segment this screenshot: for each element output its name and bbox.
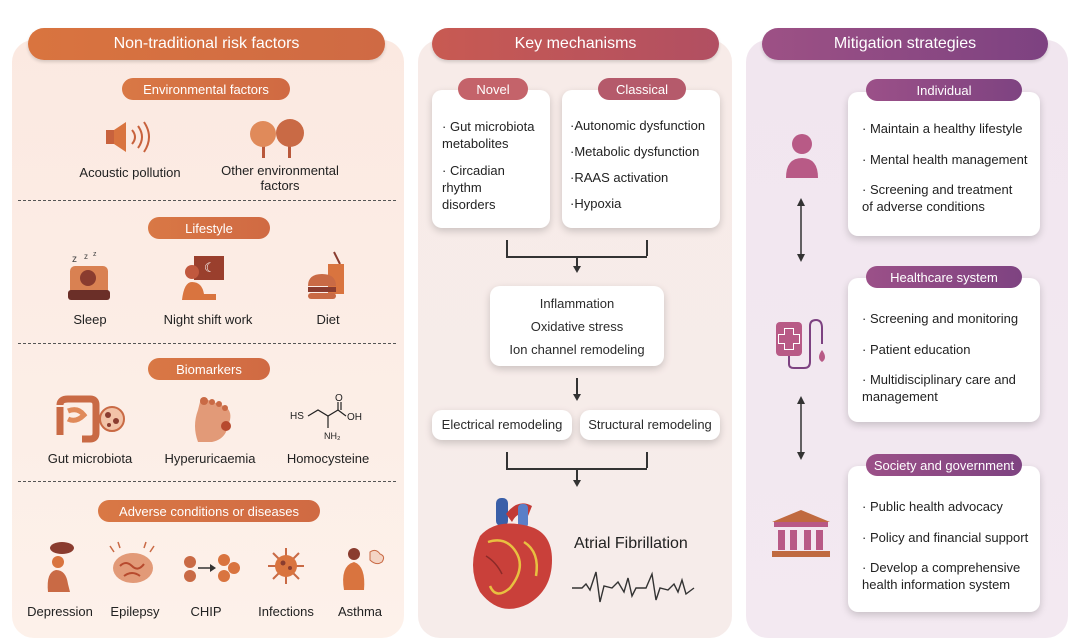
risk-factors-header: Non-traditional risk factors	[28, 28, 385, 60]
classical-item: ·Autonomic dysfunction	[570, 118, 706, 133]
society-card: · Public health advocacy · Policy and fi…	[848, 466, 1040, 612]
molecule-icon: HS O OH NH₂	[290, 393, 362, 441]
heart-icon	[473, 498, 552, 609]
depression-label: Depression	[27, 604, 93, 619]
healthcare-title: Healthcare system	[866, 266, 1022, 288]
infections-label: Infections	[258, 604, 314, 619]
atrial-fibrillation-label: Atrial Fibrillation	[574, 535, 688, 552]
divider	[18, 343, 396, 344]
person-icon	[786, 134, 818, 178]
diet-icon	[308, 251, 344, 299]
sleep-icon: z z z	[68, 251, 110, 300]
society-title: Society and government	[866, 454, 1022, 476]
connector	[506, 452, 508, 468]
pathway-item: Oxidative stress	[530, 319, 624, 334]
classical-title: Classical	[598, 78, 686, 100]
cells-icon	[184, 554, 240, 582]
novel-item: · Circadian rhythm disorders	[442, 163, 505, 212]
connector	[646, 452, 648, 468]
chip-label: CHIP	[190, 604, 222, 619]
foot-icon	[195, 397, 231, 442]
other-environmental-label: Other environmental factors	[221, 163, 339, 193]
acoustic-pollution-label: Acoustic pollution	[79, 165, 181, 180]
iv-bag-icon	[776, 318, 825, 369]
virus-icon	[268, 548, 304, 584]
mechanisms-header: Key mechanisms	[432, 28, 719, 60]
environmental-title: Environmental factors	[122, 78, 290, 100]
brain-icon	[109, 541, 155, 583]
gut-microbiota-label: Gut microbiota	[47, 451, 133, 466]
depression-icon	[47, 542, 74, 592]
remodeling-label: Structural remodeling	[588, 417, 712, 432]
lifestyle-title: Lifestyle	[148, 217, 270, 239]
lungs-icon	[343, 548, 385, 590]
adverse-title: Adverse conditions or diseases	[98, 500, 320, 522]
classical-item: ·Hypoxia	[570, 196, 622, 211]
homocysteine-label: Homocysteine	[286, 451, 370, 466]
structural-remodeling-card: Structural remodeling	[580, 410, 720, 440]
remodeling-label: Electrical remodeling	[441, 417, 563, 432]
molecule-atom-oh: OH	[347, 412, 362, 423]
strategy-item: · Screening and treatment of adverse con…	[862, 182, 1013, 214]
government-building-icon	[772, 510, 830, 557]
classical-card: ·Autonomic dysfunction ·Metabolic dysfun…	[562, 90, 720, 228]
night-shift-label: Night shift work	[163, 312, 253, 327]
trees-icon	[250, 119, 304, 158]
double-arrow-icon	[797, 396, 805, 460]
strategy-item: · Screening and monitoring	[862, 311, 1019, 326]
connector	[506, 240, 508, 256]
diet-label: Diet	[316, 312, 340, 327]
individual-card: · Maintain a healthy lifestyle · Mental …	[848, 92, 1040, 236]
connector	[576, 256, 578, 266]
arrow-down-icon	[573, 266, 581, 273]
pathway-item: Ion channel remodeling	[509, 342, 645, 357]
classical-item: ·RAAS activation	[570, 170, 669, 185]
night-shift-icon: ☾	[182, 256, 224, 300]
asthma-label: Asthma	[337, 604, 383, 619]
mitigation-header: Mitigation strategies	[762, 28, 1048, 60]
biomarkers-title: Biomarkers	[148, 358, 270, 380]
hyperuricaemia-label: Hyperuricaemia	[164, 451, 256, 466]
divider	[18, 200, 396, 201]
individual-title: Individual	[866, 79, 1022, 101]
ecg-icon	[572, 571, 695, 603]
strategy-item: · Maintain a healthy lifestyle	[862, 121, 1023, 136]
pathway-item: Inflammation	[539, 296, 615, 311]
novel-item: · Gut microbiota metabolites	[442, 119, 535, 151]
svg-text:z: z	[72, 254, 77, 265]
connector	[576, 468, 578, 480]
sleep-label: Sleep	[73, 312, 107, 327]
svg-text:z: z	[93, 251, 97, 258]
electrical-remodeling-card: Electrical remodeling	[432, 410, 572, 440]
connector	[576, 378, 578, 394]
strategy-item: · Patient education	[862, 342, 971, 357]
risk-factors-panel	[12, 40, 404, 638]
molecule-atom-nh2: NH₂	[324, 431, 341, 441]
classical-item: ·Metabolic dysfunction	[570, 144, 700, 159]
arrow-down-icon	[573, 480, 581, 487]
connector	[646, 240, 648, 256]
arrow-down-icon	[573, 394, 581, 401]
molecule-atom-o: O	[335, 393, 343, 404]
novel-card: · Gut microbiota metabolites · Circadian…	[432, 90, 550, 228]
strategy-item: · Policy and financial support	[862, 530, 1029, 545]
strategy-item: · Mental health management	[862, 152, 1028, 167]
strategy-item: · Develop a comprehensive health informa…	[862, 560, 1021, 592]
divider	[18, 481, 396, 482]
svg-text:☾: ☾	[204, 260, 216, 275]
strategy-item: · Multidisciplinary care and management	[862, 372, 1016, 404]
epilepsy-label: Epilepsy	[110, 604, 160, 619]
molecule-atom-hs: HS	[290, 411, 304, 422]
healthcare-card: · Screening and monitoring · Patient edu…	[848, 278, 1040, 422]
novel-title: Novel	[458, 78, 528, 100]
intestine-icon	[56, 395, 125, 443]
speaker-icon	[106, 121, 150, 153]
svg-text:z: z	[84, 252, 88, 261]
pathways-card: Inflammation Oxidative stress Ion channe…	[490, 286, 664, 366]
double-arrow-icon	[797, 198, 805, 262]
strategy-item: · Public health advocacy	[862, 499, 1003, 514]
